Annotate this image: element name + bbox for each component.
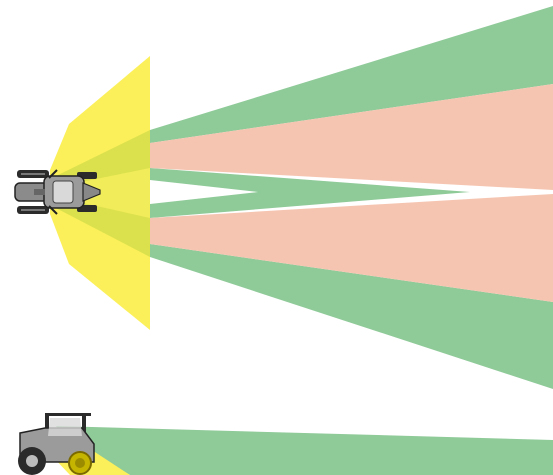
top-green-beam-center bbox=[150, 168, 470, 218]
top-pink-beam-upper bbox=[150, 84, 553, 190]
top-tractor-hitch bbox=[34, 189, 45, 195]
top-green-beam-lower bbox=[150, 244, 553, 389]
side-tractor-window bbox=[48, 418, 82, 436]
top-pink-beam-lower bbox=[150, 194, 553, 302]
top-tractor-roof bbox=[52, 180, 74, 204]
side-tractor-cab-post-front bbox=[82, 416, 86, 436]
tractor-side-view-icon bbox=[18, 413, 95, 475]
side-view bbox=[18, 413, 553, 475]
top-tractor-mirror-left bbox=[48, 169, 58, 179]
side-tractor-roof-rail bbox=[45, 413, 91, 416]
top-green-beam-upper bbox=[150, 6, 553, 143]
top-tractor-hood bbox=[82, 182, 101, 202]
tractor-top-view-icon bbox=[14, 169, 101, 215]
top-overlap-lower bbox=[52, 196, 150, 257]
side-tractor-rear-hub bbox=[26, 455, 38, 467]
top-center-gap bbox=[150, 180, 258, 204]
top-overlap-upper bbox=[52, 130, 150, 188]
top-overlap-center bbox=[52, 168, 150, 218]
top-view bbox=[14, 6, 553, 389]
top-tractor-tread-1 bbox=[21, 173, 45, 175]
top-tractor-tread-2 bbox=[21, 209, 45, 211]
side-green-beam bbox=[56, 426, 553, 475]
side-tractor-front-hub bbox=[75, 458, 85, 468]
top-tractor-mirror-right bbox=[48, 205, 58, 215]
side-tractor-cab-post-rear bbox=[45, 416, 49, 438]
